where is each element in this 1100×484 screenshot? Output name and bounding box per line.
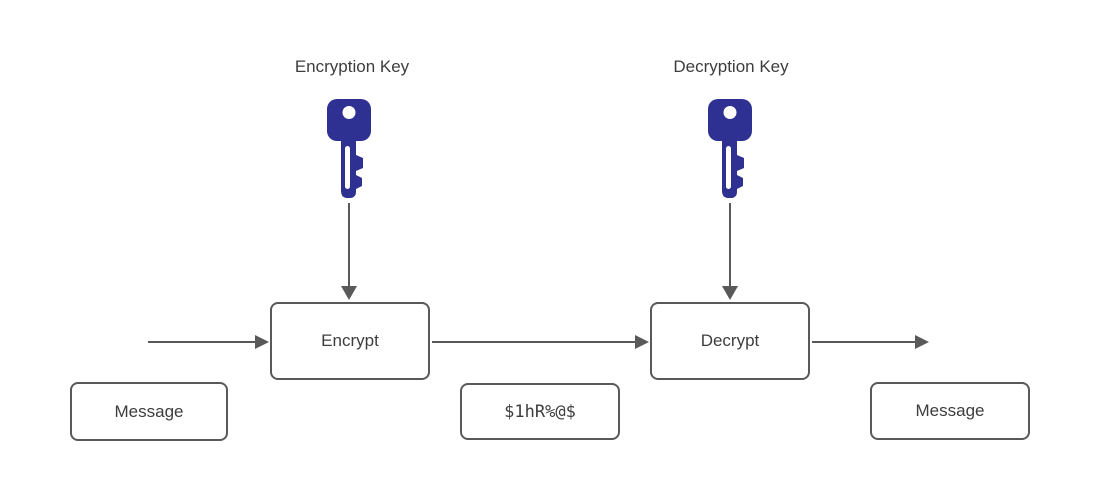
arrow-encrypt-to-decrypt-arrowhead (635, 335, 649, 349)
arrow-decryption-key-arrowhead (722, 286, 738, 300)
arrow-into-encrypt-arrowhead (255, 335, 269, 349)
arrow-out-of-decrypt-arrowhead (915, 335, 929, 349)
arrow-decryption-key-line (729, 203, 731, 287)
arrow-encryption-key-arrowhead (341, 286, 357, 300)
encrypt-label: Encrypt (321, 331, 379, 350)
message-output-label: Message (915, 401, 985, 420)
encrypt-box: Encrypt (270, 302, 430, 380)
message-output-box: Message (870, 382, 1030, 440)
encryption-key-label: Encryption Key (294, 57, 410, 76)
decryption-key-label: Decryption Key (673, 57, 789, 76)
message-input-box: Message (70, 382, 228, 441)
decrypt-label: Decrypt (700, 331, 760, 350)
decrypt-box: Decrypt (650, 302, 810, 380)
arrow-out-of-decrypt-line (812, 341, 916, 343)
message-input-label: Message (114, 401, 184, 421)
encryption-key-icon (327, 99, 371, 198)
arrow-encryption-key-line (348, 203, 350, 287)
decryption-key-icon (708, 99, 752, 198)
ciphertext-label: $1hR%@$ (504, 401, 576, 422)
arrow-into-encrypt-line (148, 341, 256, 343)
arrow-encrypt-to-decrypt-line (432, 341, 636, 343)
ciphertext-box: $1hR%@$ (460, 383, 620, 440)
